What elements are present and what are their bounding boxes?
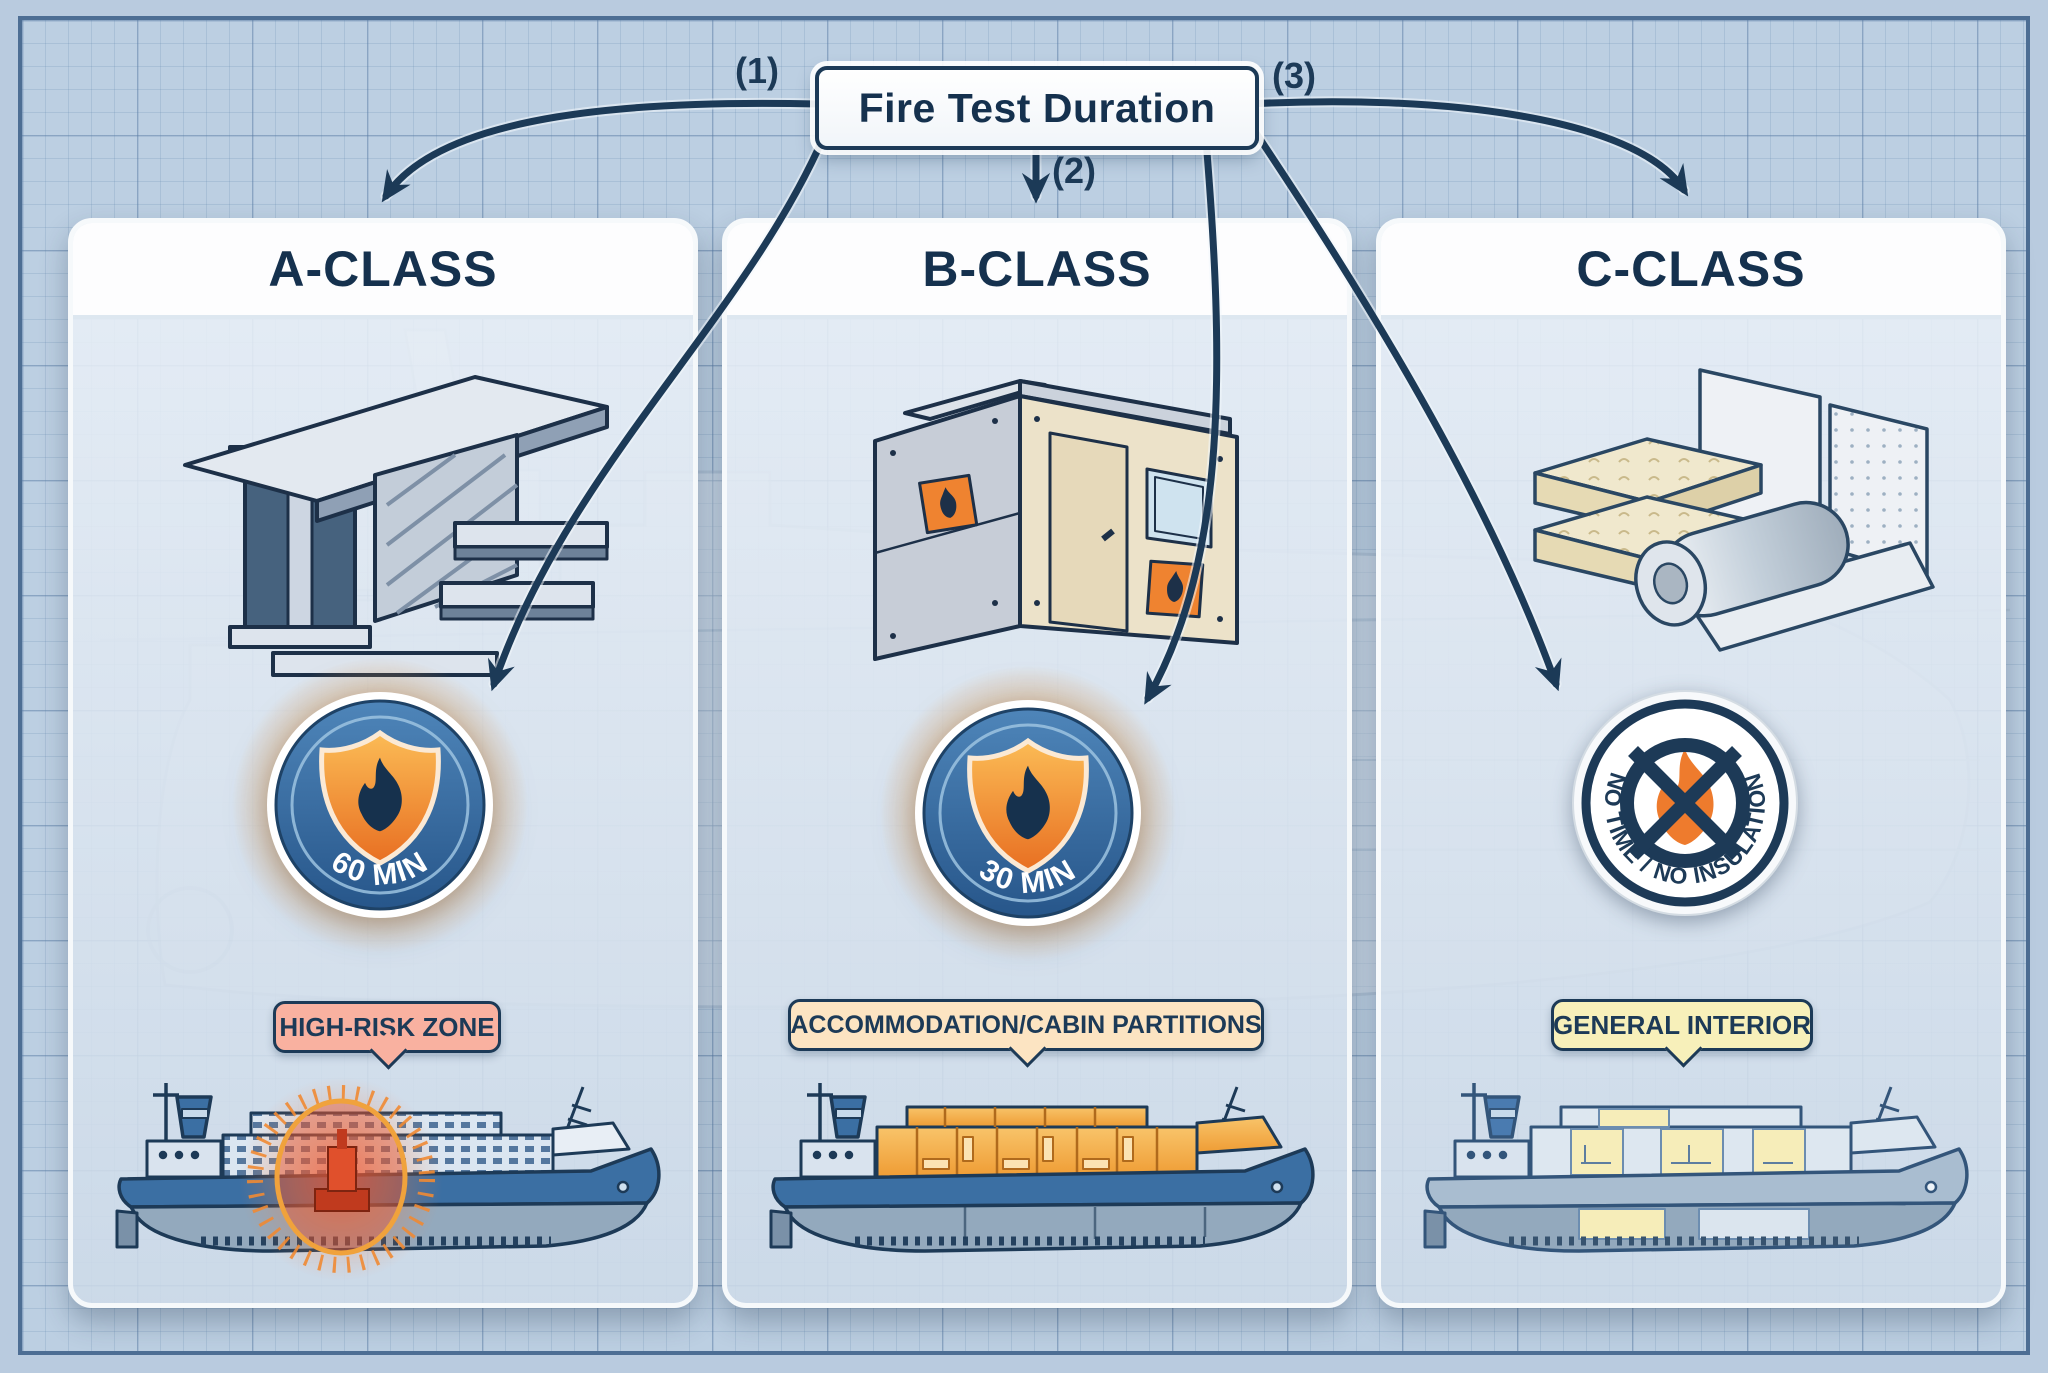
flame-icon bbox=[1006, 765, 1050, 840]
engine-room-highlight bbox=[239, 1077, 443, 1281]
fire-rating-badge-60min: 60 MIN bbox=[230, 655, 530, 955]
fire-rating-badge-30min: 30 MIN bbox=[878, 663, 1178, 963]
ship-a-engine-room-highlight bbox=[115, 1077, 661, 1281]
panel-c-class: C-CLASS bbox=[1376, 218, 2006, 1308]
door bbox=[1048, 431, 1129, 633]
connector-label-2: (2) bbox=[1052, 150, 1096, 191]
page-title: Fire Test Duration bbox=[858, 84, 1216, 131]
connector-label-1: (1) bbox=[735, 50, 779, 91]
no-insulation-badge: NO TIME / NO INSULATION bbox=[1535, 653, 1835, 953]
ship-b-accommodation-highlight bbox=[769, 1083, 1315, 1253]
panel-a-class: A-CLASS bbox=[68, 218, 698, 1308]
ship-c-general-interior-highlight bbox=[1423, 1083, 1969, 1253]
panel-a-header: A-CLASS bbox=[73, 223, 693, 319]
panel-b-class: B-CLASS bbox=[722, 218, 1352, 1308]
steel-bulkhead-beams-illustration bbox=[183, 375, 609, 677]
fire-partition-door-illustration bbox=[873, 379, 1239, 661]
prohibition-cross-icon bbox=[1620, 738, 1750, 868]
panel-a-title: A-CLASS bbox=[268, 241, 498, 297]
connector-label-3: (3) bbox=[1272, 55, 1316, 96]
foil-roll bbox=[1634, 500, 1850, 627]
panel-c-title: C-CLASS bbox=[1576, 241, 1806, 297]
panel-b-title: B-CLASS bbox=[922, 241, 1152, 297]
title-box: Fire Test Duration bbox=[815, 66, 1259, 150]
panel-c-header: C-CLASS bbox=[1381, 223, 2001, 319]
accommodation-block-highlight bbox=[875, 1105, 1283, 1179]
flame-icon bbox=[358, 757, 402, 832]
callout-accommodation-partitions: ACCOMMODATION/CABIN PARTITIONS bbox=[788, 999, 1264, 1068]
callout-general-interior: GENERAL INTERIOR bbox=[1551, 999, 1813, 1068]
insulation-materials-illustration bbox=[1533, 368, 1935, 652]
panel-b-header: B-CLASS bbox=[727, 223, 1347, 319]
callout-high-risk-zone: HIGH-RISK ZONE bbox=[273, 1001, 501, 1070]
